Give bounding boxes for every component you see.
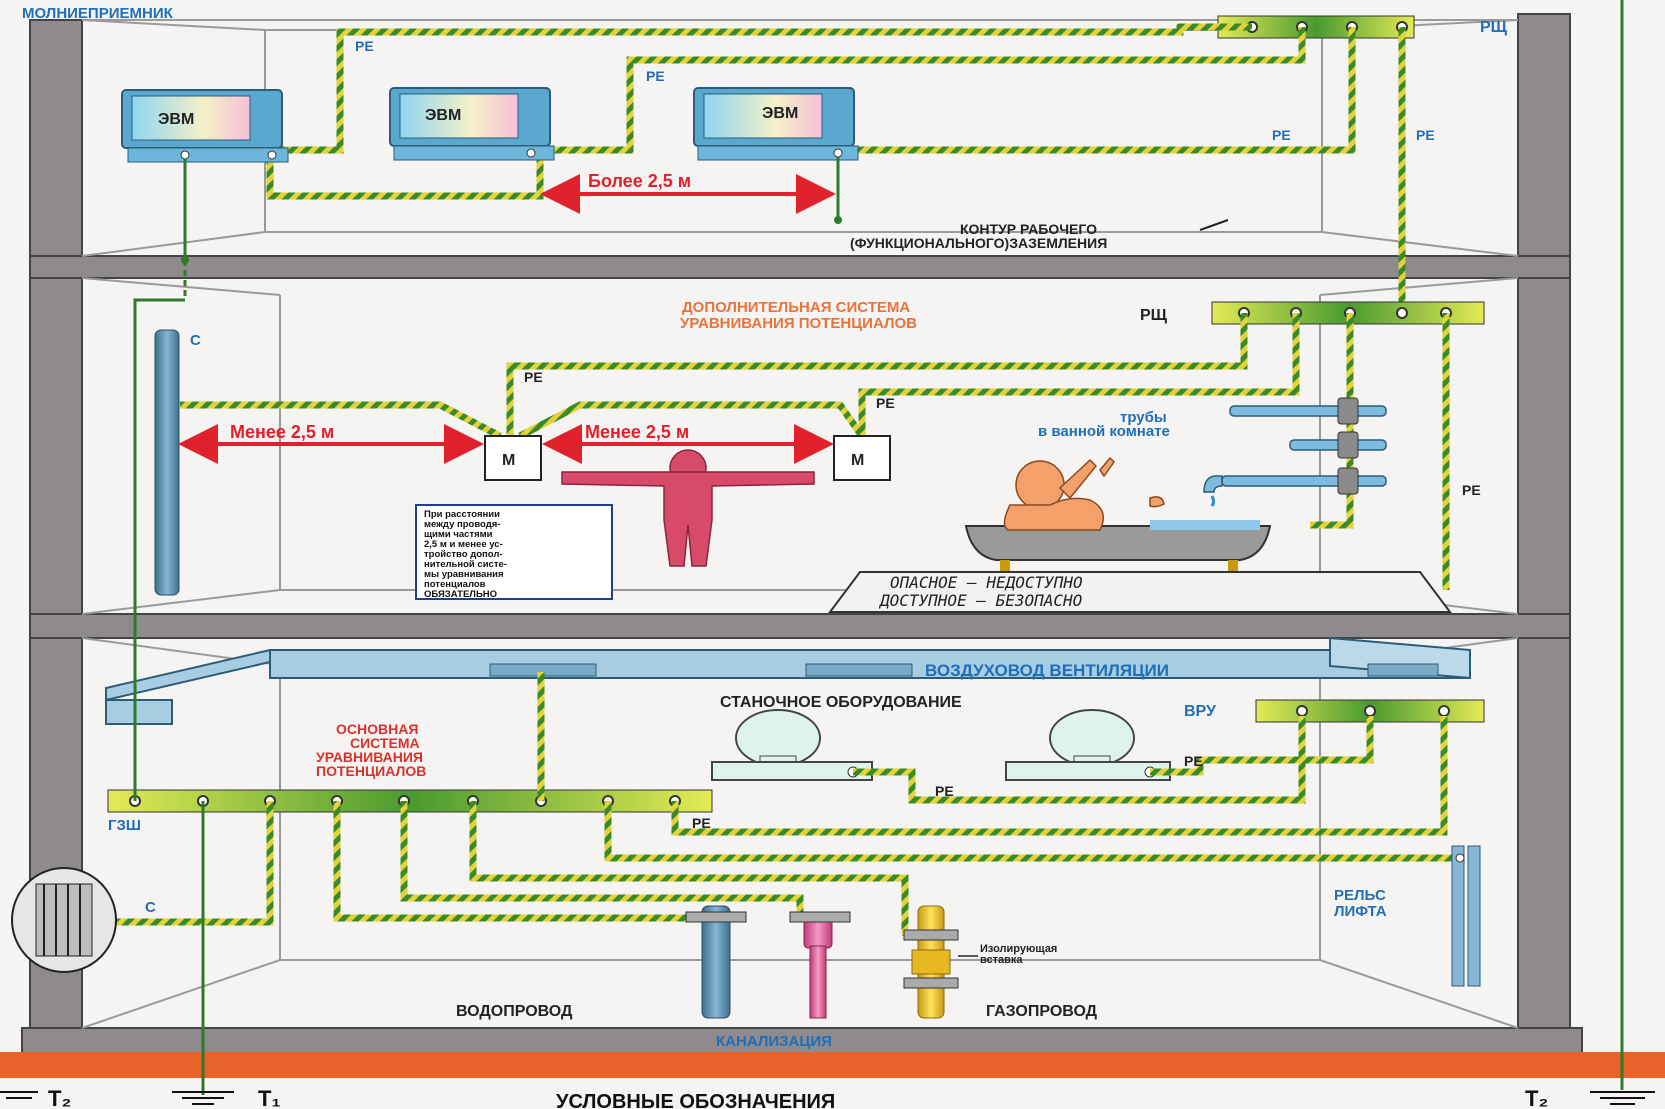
floor-slab-1 [30,256,1570,278]
gas-label: ГАЗОПРОВОД [986,1003,1098,1020]
contour-label-2: (ФУНКЦИОНАЛЬНОГО)ЗАЗЕМЛЕНИЯ [850,235,1107,251]
danger-label-1: ОПАСНОЕ – НЕДОСТУПНО [890,573,1083,592]
distance-less-label-left: Менее 2,5 м [230,422,334,442]
computer-2-label: ЭВМ [425,107,461,124]
duct-label: ВОЗДУХОВОД ВЕНТИЛЯЦИИ [925,661,1169,680]
lift-label-1: РЕЛЬС [1334,887,1386,904]
footer: T₂ T₁ УСЛОВНЫЕ ОБОЗНАЧЕНИЯ T₂ [0,1086,1655,1109]
computer-1: ЭВМ [122,90,288,162]
rsch-middle-label: РЩ [1140,307,1168,324]
m-label-right: М [851,452,864,469]
vru-label: ВРУ [1184,703,1217,720]
t1-label: T₁ [258,1086,281,1109]
pe-label-top-4: PE [1416,127,1435,143]
ground-symbol-right [1590,1092,1655,1104]
bathroom-pipes-label-2: в ванной комнате [1038,423,1170,440]
gas-pipe [904,906,958,1018]
bathroom-pipes [1204,406,1386,492]
gzsh-label: ГЗШ [108,817,141,834]
distance-less-label-right: Менее 2,5 м [585,422,689,442]
pe-label-top-1: PE [355,38,374,54]
pe-label-bottom-3: PE [692,815,711,831]
computer-3-label: ЭВМ [762,105,798,122]
additional-system-label-1: ДОПОЛНИТЕЛЬНАЯ СИСТЕМА [682,299,910,316]
man-in-bath [1004,458,1164,530]
computer-2: ЭВМ [390,88,554,160]
computer-3: ЭВМ [694,88,858,160]
machine-1 [712,710,872,780]
lightning-rod-label: МОЛНИЕПРИЕМНИК [22,5,174,22]
water-label: ВОДОПРОВОД [456,1003,573,1020]
lift-rail [1452,846,1480,986]
c-label-middle: С [190,332,201,349]
t2-right-label: T₂ [1525,1086,1548,1109]
pe-label-top-2: PE [646,68,665,84]
legend-title: УСЛОВНЫЕ ОБОЗНАЧЕНИЯ [556,1091,835,1109]
rsch-top-label: РЩ [1480,19,1508,36]
svg-text:ПОТЕНЦИАЛОВ: ПОТЕНЦИАЛОВ [316,763,426,779]
pe-label-top-3: PE [1272,127,1291,143]
ground-strip [0,1052,1665,1078]
pe-label-middle-3: PE [1462,482,1481,498]
floor-slab-2 [30,614,1570,638]
middle-floor: ДОПОЛНИТЕЛЬНАЯ СИСТЕМА УРАВНИВАНИЯ ПОТЕН… [155,299,1484,612]
m-label-left: М [502,452,515,469]
insulating-label-2: вставка [980,954,1023,966]
distance-more-label: Более 2,5 м [588,171,691,191]
t2-left-label: T₂ [48,1086,71,1109]
additional-system-label-2: УРАВНИВАНИЯ ПОТЕНЦИАЛОВ [680,315,917,332]
pe-label-middle-1: PE [524,369,543,385]
machines-label: СТАНОЧНОЕ ОБОРУДОВАНИЕ [720,694,962,711]
c-label-bottom: С [145,899,156,916]
pe-label-middle-2: PE [876,395,895,411]
danger-label-2: ДОСТУПНОЕ – БЕЗОПАСНО [878,591,1082,610]
right-wall [1518,14,1570,1030]
ground-symbol-left [0,1092,38,1098]
lift-label-2: ЛИФТА [1334,903,1387,920]
water-pipe [702,906,730,1018]
svg-text:ОБЯЗАТЕЛЬНО: ОБЯЗАТЕЛЬНО [424,589,497,600]
sewer-pipe [790,912,850,1018]
pe-label-bottom-1: PE [935,783,954,799]
machine-2 [1006,710,1170,780]
vertical-pipe-c [155,330,179,595]
pe-label-bottom-2: PE [1184,753,1203,769]
cable-entry [12,868,116,972]
bottom-floor: ВОЗДУХОВОД ВЕНТИЛЯЦИИ СТАНОЧНОЕ ОБОРУДОВ… [12,0,1622,1095]
sewer-label: КАНАЛИЗАЦИЯ [716,1033,832,1050]
main-system-label: ОСНОВНАЯ СИСТЕМА УРАВНИВАНИЯ ПОТЕНЦИАЛОВ [316,721,426,779]
computer-1-label: ЭВМ [158,111,194,128]
